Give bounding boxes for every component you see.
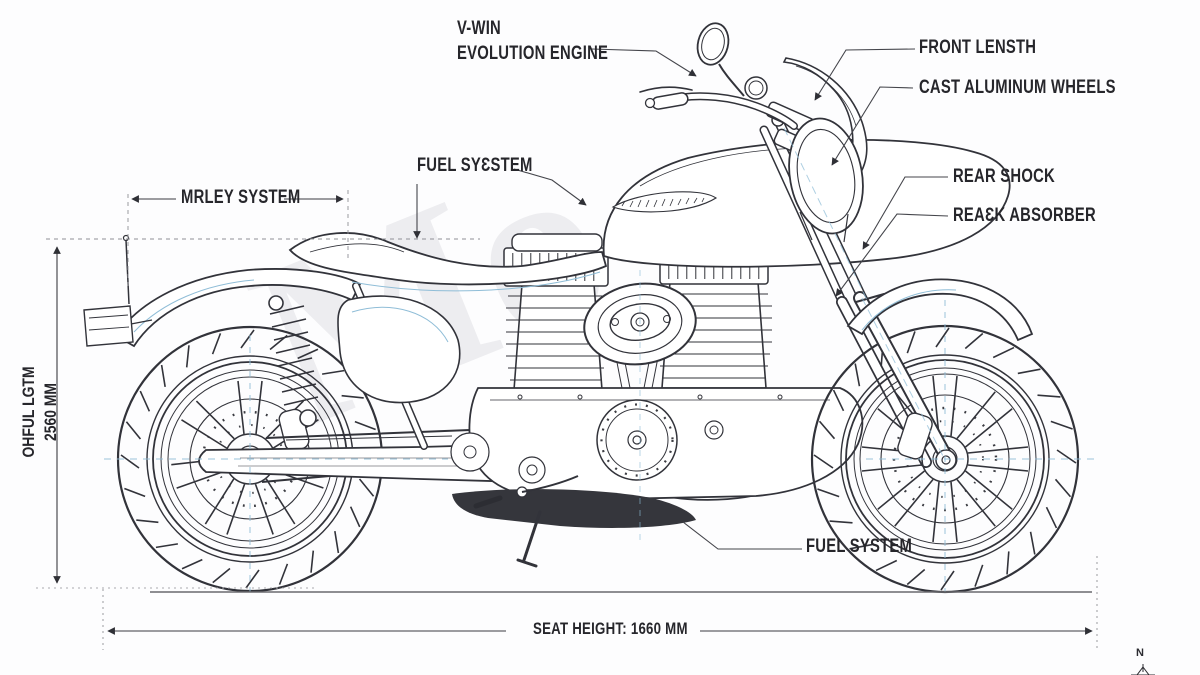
overall-height-dimension: [46, 238, 480, 584]
seat-height-dimension-label: SEAT HEIGHT: 1660 MM: [533, 619, 688, 638]
seat: [288, 232, 608, 292]
leader-lines: [413, 48, 949, 550]
callout-v-twin-engine: V-WIN EVOLUTION ENGINE: [457, 16, 608, 66]
callout-airley-system: MRLEY SYSTEM: [181, 187, 301, 208]
tail-light-bracket: [83, 234, 153, 347]
callout-fuel-system-top: FUEL SYƐSTEM: [417, 155, 533, 176]
callout-v-twin-line2: EVOLUTION ENGINE: [457, 43, 609, 64]
seat-height-dimension: [102, 556, 1098, 650]
side-cover: [337, 295, 461, 404]
overall-length-value: 2560 MM: [41, 382, 60, 442]
handlebar: [639, 76, 798, 130]
engine-undercowl: [452, 475, 696, 568]
overall-length-text: OHFUL LGTM: [19, 366, 38, 458]
callout-v-twin-line1: V-WIN: [457, 18, 501, 39]
callout-shock-absorber: REAƐK ABSORBER: [953, 205, 1096, 226]
callout-fuel-system-bottom: FUEL SYSTEM: [806, 536, 913, 557]
mirror: [696, 22, 745, 97]
rear-shock-spring: [268, 295, 319, 427]
callout-cast-aluminum-wheels: CAST ALUMINUM WHEELS: [919, 77, 1116, 98]
overall-length-dimension-label: OHFUL LGTM 2560 MM: [18, 330, 64, 494]
callout-rear-shock: REAR SHOCK: [953, 166, 1055, 187]
tank-badge: [611, 191, 718, 213]
construction-lines: [104, 127, 1094, 592]
callout-front-length: FRONT LENSTH: [919, 37, 1037, 58]
ground-line: [36, 587, 1092, 593]
airley-dimension: [127, 190, 349, 290]
front-fender: [846, 278, 1034, 342]
headlight: [788, 117, 864, 243]
compass-north-label: N: [1136, 647, 1144, 659]
compass-rose: [1131, 664, 1155, 675]
